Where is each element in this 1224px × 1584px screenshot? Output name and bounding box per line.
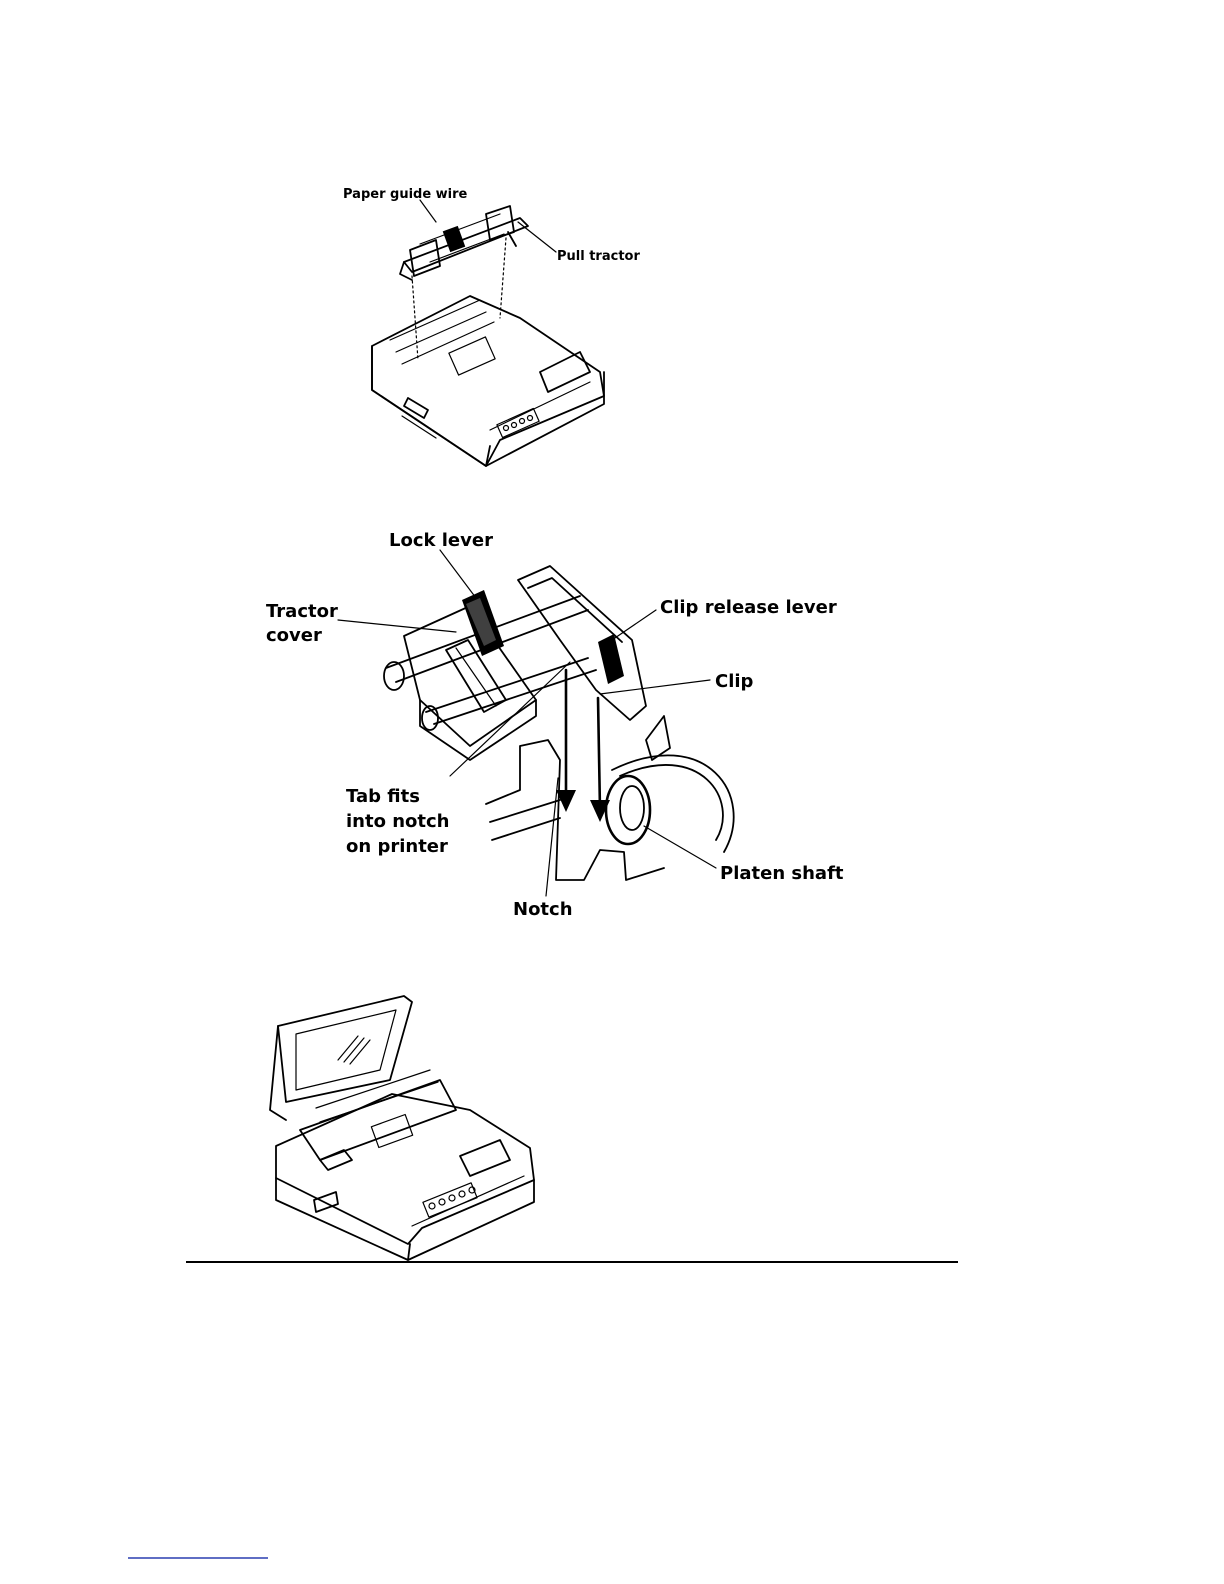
label-clip-release-lever: Clip release lever: [660, 597, 837, 618]
figure-tractor-detail: Lock lever Tractor cover Clip release le…: [266, 530, 844, 920]
leader-paper-guide-wire: [420, 200, 436, 222]
label-notch: Notch: [513, 899, 573, 920]
label-tractor-cover-2: cover: [266, 625, 322, 646]
label-lock-lever: Lock lever: [389, 530, 493, 551]
figure-pull-tractor-install: Paper guide wire Pull tractor: [343, 187, 640, 466]
leader-pull-tractor: [518, 222, 556, 252]
leader-clip-release-lever: [612, 610, 656, 640]
label-tractor-cover-1: Tractor: [266, 601, 338, 622]
printer-drawing-1: [372, 296, 604, 466]
label-paper-guide-wire: Paper guide wire: [343, 187, 468, 202]
leader-tab: [450, 662, 570, 776]
leader-platen-shaft: [644, 826, 716, 868]
leader-clip: [600, 680, 710, 694]
label-clip: Clip: [715, 671, 754, 692]
pull-tractor-drawing: [400, 206, 528, 360]
label-tab-2: into notch: [346, 811, 450, 832]
label-tab-1: Tab fits: [346, 786, 420, 807]
label-pull-tractor: Pull tractor: [557, 249, 640, 264]
leader-tractor-cover: [338, 620, 456, 632]
label-tab-3: on printer: [346, 836, 448, 857]
leader-lock-lever: [440, 550, 476, 598]
figure-printer-cover-open: [270, 996, 534, 1260]
label-platen-shaft: Platen shaft: [720, 863, 844, 884]
